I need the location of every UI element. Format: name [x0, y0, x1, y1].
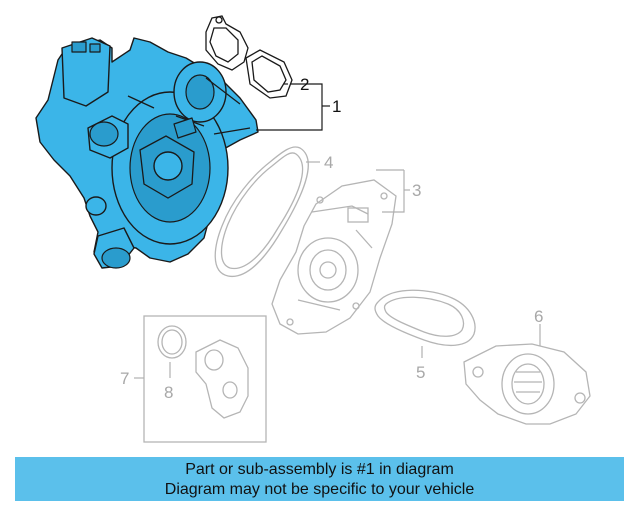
part-2-gasket[interactable]: [205, 15, 293, 99]
callout-4: 4: [324, 153, 333, 172]
part-1-pump-housing[interactable]: [35, 37, 259, 269]
parts-diagram: 1 2 3 4 5 6 7 8: [35, 15, 591, 443]
notice-line-1: Part or sub-assembly is #1 in diagram: [185, 461, 454, 478]
callout-6: 6: [534, 307, 543, 326]
callout-8: 8: [164, 383, 173, 402]
notice-line-2: Diagram may not be specific to your vehi…: [164, 481, 475, 498]
callout-5: 5: [416, 363, 425, 382]
part-5-belt[interactable]: [374, 289, 476, 346]
callout-7: 7: [120, 369, 129, 388]
part-7-sensor-assembly[interactable]: [143, 315, 267, 443]
callout-3: 3: [412, 181, 421, 200]
callout-2: 2: [300, 75, 309, 94]
callout-1: 1: [332, 97, 341, 116]
part-8-seal[interactable]: [157, 325, 187, 359]
part-3-water-pump[interactable]: [271, 179, 397, 335]
part-6-thermostat-housing[interactable]: [463, 343, 591, 425]
diagram-notice-banner: Part or sub-assembly is #1 in diagram Di…: [15, 457, 624, 501]
part-4-seal-ring[interactable]: [214, 146, 309, 277]
